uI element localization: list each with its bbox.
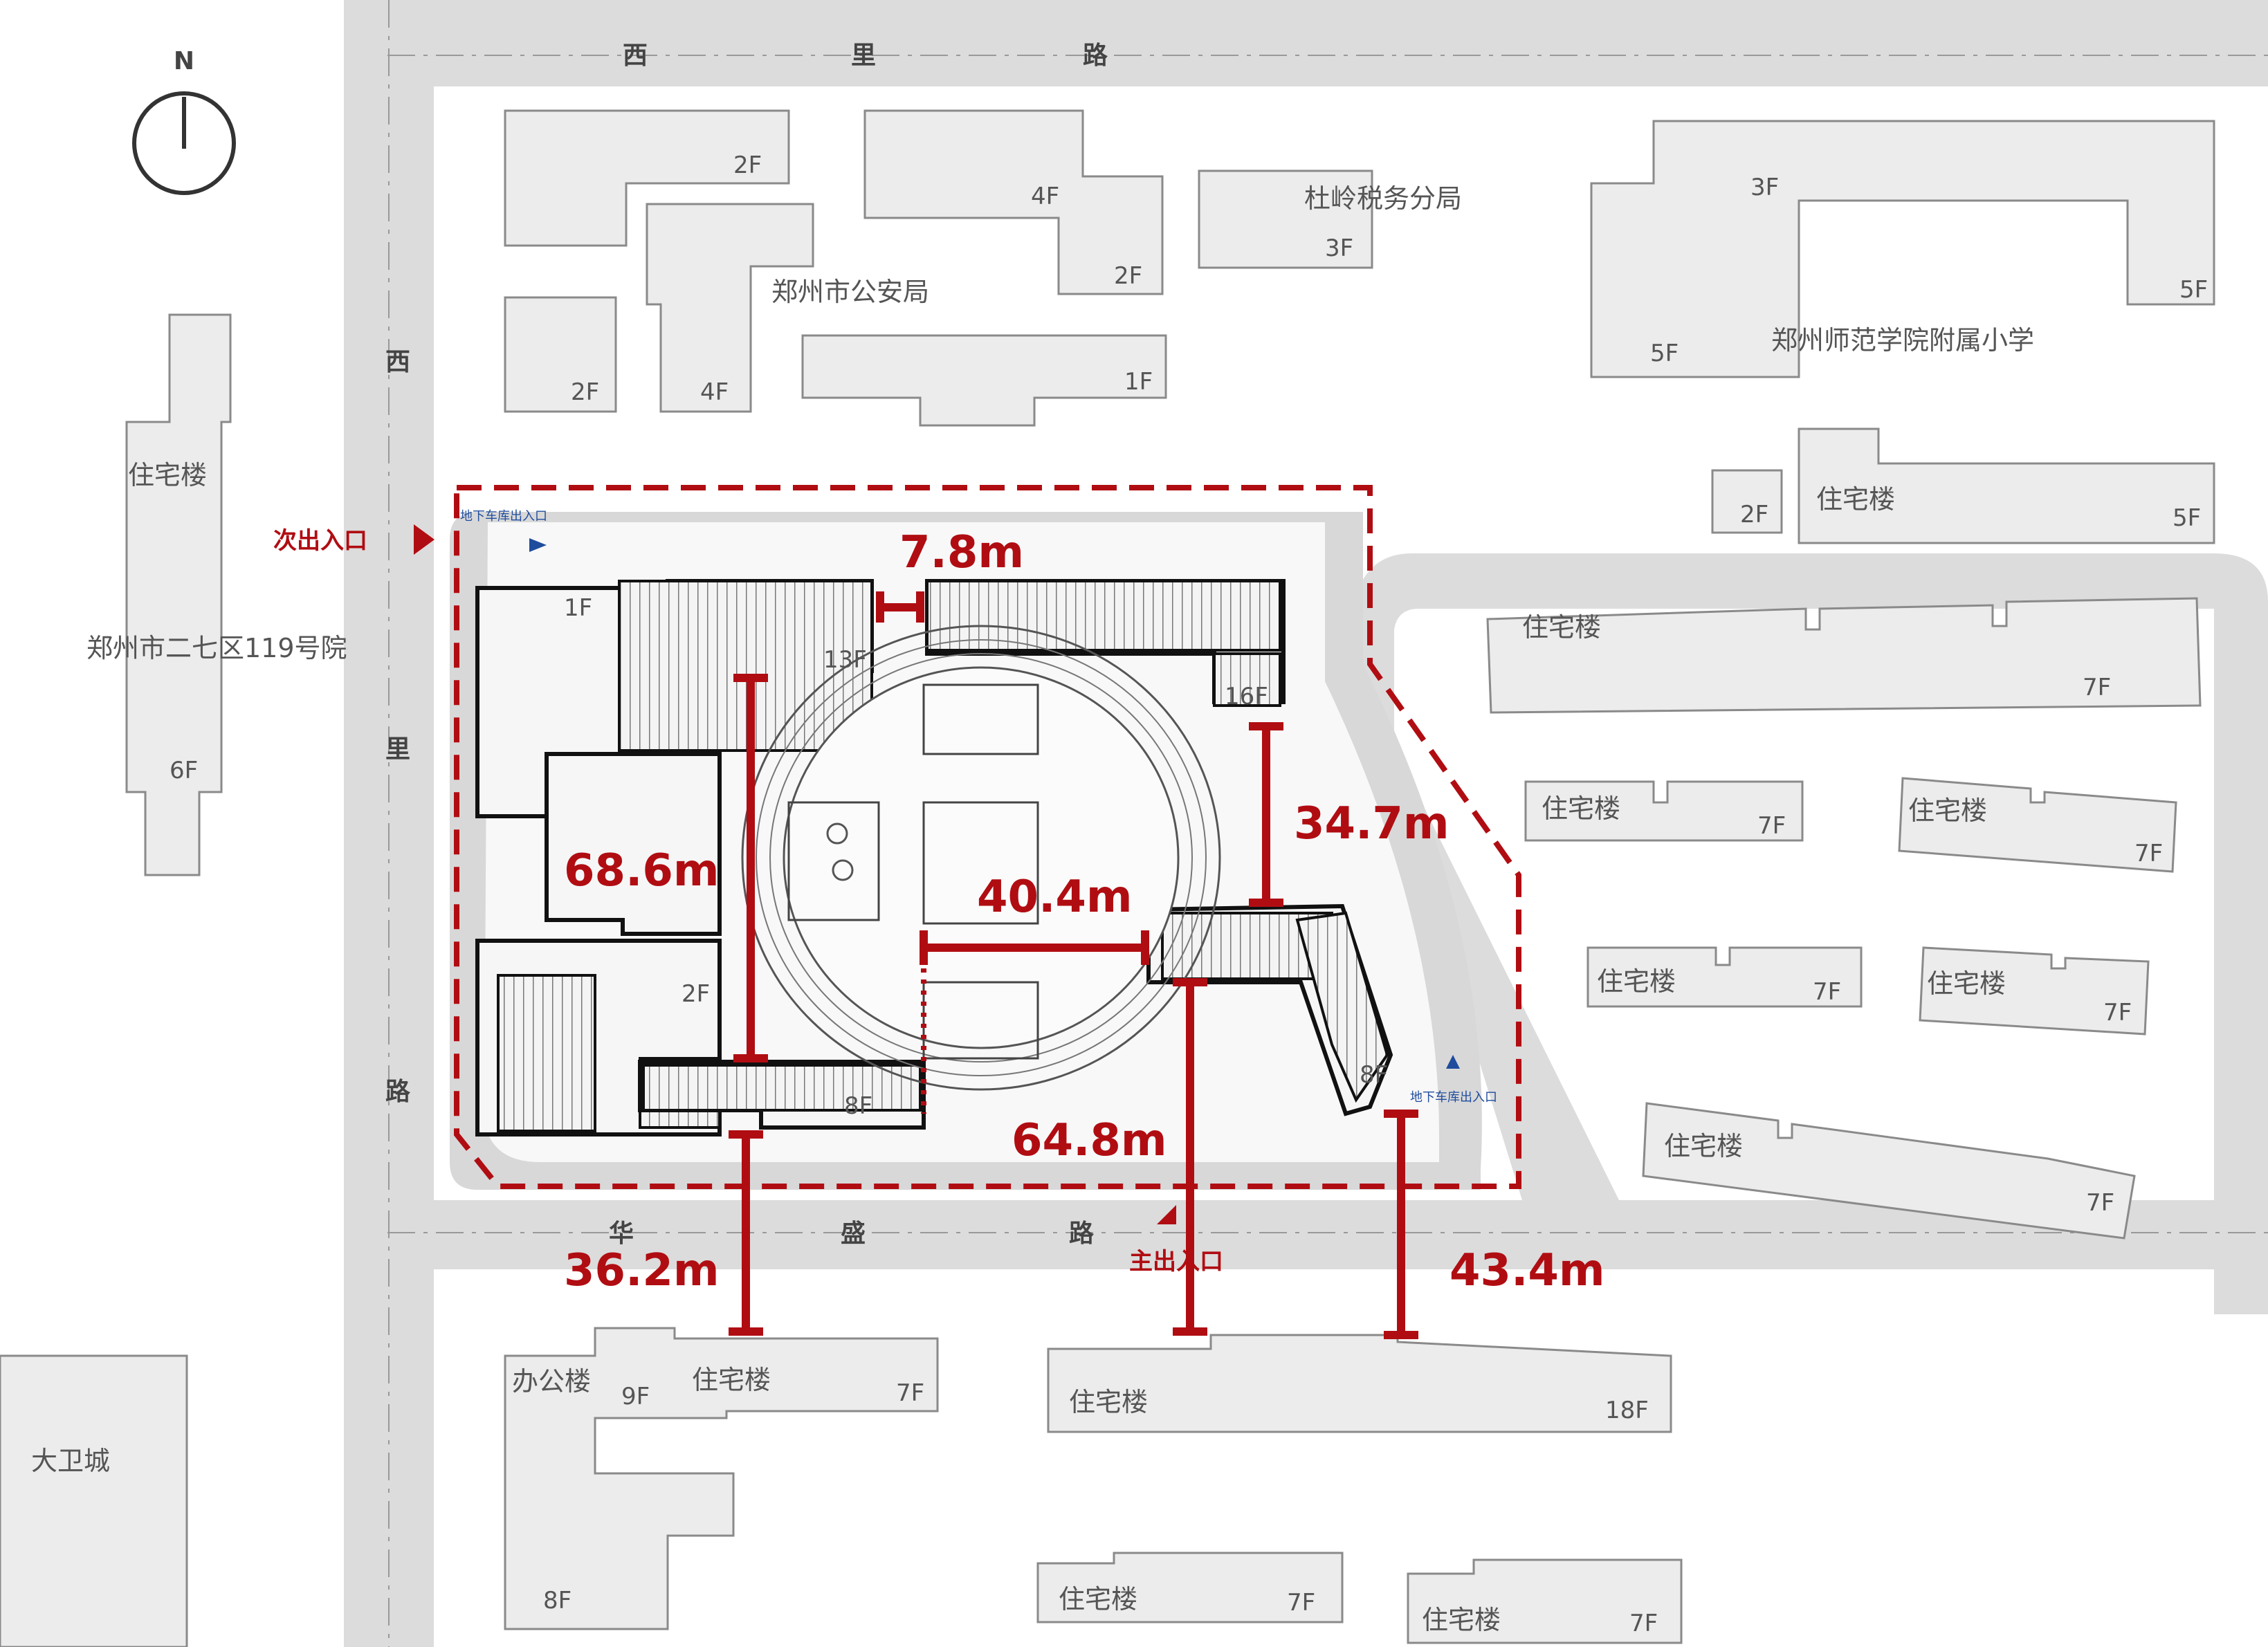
campus-1f: 1F	[564, 594, 592, 622]
road-south-char-3: 路	[1069, 1220, 1095, 1248]
e5: 住宅楼	[1927, 968, 2006, 999]
west-buildings: 住宅楼 郑州市二七区119号院 6F 大卫城	[0, 313, 347, 1647]
w-floor: 6F	[170, 757, 198, 784]
david-label: 大卫城	[31, 1446, 110, 1476]
w-res: 住宅楼	[128, 460, 207, 490]
secondary-entrance-arrow-icon	[414, 524, 435, 555]
road-south-char-2: 盛	[841, 1220, 866, 1248]
main-entrance-arrow-icon	[1157, 1205, 1176, 1224]
dimension-lines	[729, 591, 1418, 1339]
ne-2f: 2F	[1740, 501, 1768, 528]
e6-floor: 7F	[2086, 1189, 2114, 1217]
e1-floor: 7F	[2083, 674, 2111, 701]
north-buildings: 2F 4F 2F 2F 4F 郑州市公安局 1F 杜岭税务分局 3F	[504, 109, 1462, 427]
s-8f: 8F	[543, 1587, 571, 1614]
road-west-char-1: 西	[385, 348, 410, 376]
e6: 住宅楼	[1664, 1131, 1743, 1161]
s-res3: 住宅楼	[1059, 1584, 1137, 1614]
police-label: 郑州市公安局	[771, 277, 929, 307]
road-south-char-1: 华	[609, 1220, 634, 1248]
s-res4: 住宅楼	[1422, 1605, 1501, 1635]
dim-36-2: 36.2m	[564, 1245, 720, 1296]
northeast-buildings: 3F 5F 5F 郑州师范学院附属小学 2F 住宅楼 5F	[1590, 120, 2215, 544]
ne-5f-b: 5F	[1650, 340, 1679, 367]
dim-68-6: 68.6m	[564, 845, 720, 896]
s-office: 办公楼	[512, 1366, 591, 1397]
campus-2f: 2F	[682, 980, 710, 1008]
dim-40-4: 40.4m	[977, 872, 1133, 923]
road-north-char-1: 西	[623, 42, 648, 70]
campus-buildings	[475, 579, 1393, 1137]
garage-east-arrow-icon	[1446, 1055, 1460, 1069]
e5-floor: 7F	[2103, 999, 2132, 1027]
n-1f: 1F	[1124, 368, 1153, 396]
garage-north-label: 地下车库出入口	[460, 509, 547, 524]
s-res2-floor: 18F	[1605, 1397, 1649, 1424]
s-res3-floor: 7F	[1287, 1589, 1315, 1617]
tax-label: 杜岭税务分局	[1304, 183, 1462, 214]
road-west-char-2: 里	[385, 735, 410, 764]
school-label: 郑州师范学院附属小学	[1771, 325, 2034, 356]
e2: 住宅楼	[1542, 793, 1620, 824]
site-boundary	[454, 485, 1521, 1189]
tax-floor: 3F	[1325, 234, 1353, 262]
road-network	[344, 0, 2268, 1647]
road-north-char-3: 路	[1083, 42, 1108, 70]
n-2f-b: 2F	[1114, 262, 1142, 290]
north-compass: N	[132, 47, 236, 195]
secondary-entrance-label: 次出入口	[273, 527, 367, 555]
ne-3f: 3F	[1750, 174, 1779, 201]
north-label: N	[174, 47, 194, 75]
e4: 住宅楼	[1597, 966, 1676, 997]
s-res1: 住宅楼	[692, 1365, 771, 1395]
n-2f-c: 2F	[571, 378, 599, 406]
s-res4-floor: 7F	[1629, 1610, 1658, 1637]
e4-floor: 7F	[1813, 978, 1841, 1006]
dim-34-7: 34.7m	[1294, 798, 1449, 849]
ne-5f-a: 5F	[2179, 276, 2208, 304]
e1: 住宅楼	[1522, 612, 1601, 643]
n-4f-b: 4F	[700, 378, 729, 406]
s-res1-floor: 7F	[896, 1379, 924, 1407]
ne-res: 住宅楼	[1816, 484, 1895, 515]
e3-floor: 7F	[2134, 840, 2163, 867]
s-res2: 住宅楼	[1069, 1387, 1148, 1417]
road-labels: 西 里 路 西 里 路 华 盛 路	[385, 42, 1108, 1248]
dim-43-4: 43.4m	[1449, 1245, 1605, 1296]
campus-8f-b: 8F	[1360, 1061, 1388, 1089]
garage-east-label: 地下车库出入口	[1410, 1090, 1497, 1105]
n-2f-a: 2F	[733, 151, 762, 179]
garage-north-arrow-icon	[529, 538, 547, 552]
road-north-char-2: 里	[851, 42, 876, 70]
s-office-floor: 9F	[621, 1383, 650, 1410]
e3: 住宅楼	[1908, 795, 1987, 826]
main-entrance-label: 主出入口	[1129, 1248, 1223, 1276]
w-compound: 郑州市二七区119号院	[86, 633, 347, 663]
e2-floor: 7F	[1757, 812, 1786, 840]
site-floor-labels: 1F 13F 16F 2F 8F 8F	[564, 594, 1388, 1120]
campus-8f-a: 8F	[844, 1092, 872, 1120]
east-buildings: 住宅楼 7F 住宅楼 7F 住宅楼 7F 住宅楼 7F 住宅楼 7F 住宅楼 7…	[1486, 597, 2202, 1240]
south-buildings: 办公楼 9F 住宅楼 7F 8F 住宅楼 18F 住宅楼 7F 住宅楼 7F	[504, 1327, 1683, 1644]
n-4f-a: 4F	[1031, 183, 1059, 210]
dimension-labels: 7.8m 68.6m 40.4m 34.7m 64.8m 36.2m 43.4m	[564, 527, 1605, 1296]
road-west-char-3: 路	[385, 1078, 411, 1106]
campus-13f: 13F	[823, 646, 867, 674]
campus-16f: 16F	[1225, 683, 1268, 710]
dim-7-8: 7.8m	[899, 527, 1024, 578]
entrances: 次出入口 地下车库出入口 主出入口 地下车库出入口	[273, 509, 1497, 1276]
ne-res-floor: 5F	[2173, 504, 2201, 532]
dim-64-8: 64.8m	[1012, 1115, 1167, 1166]
